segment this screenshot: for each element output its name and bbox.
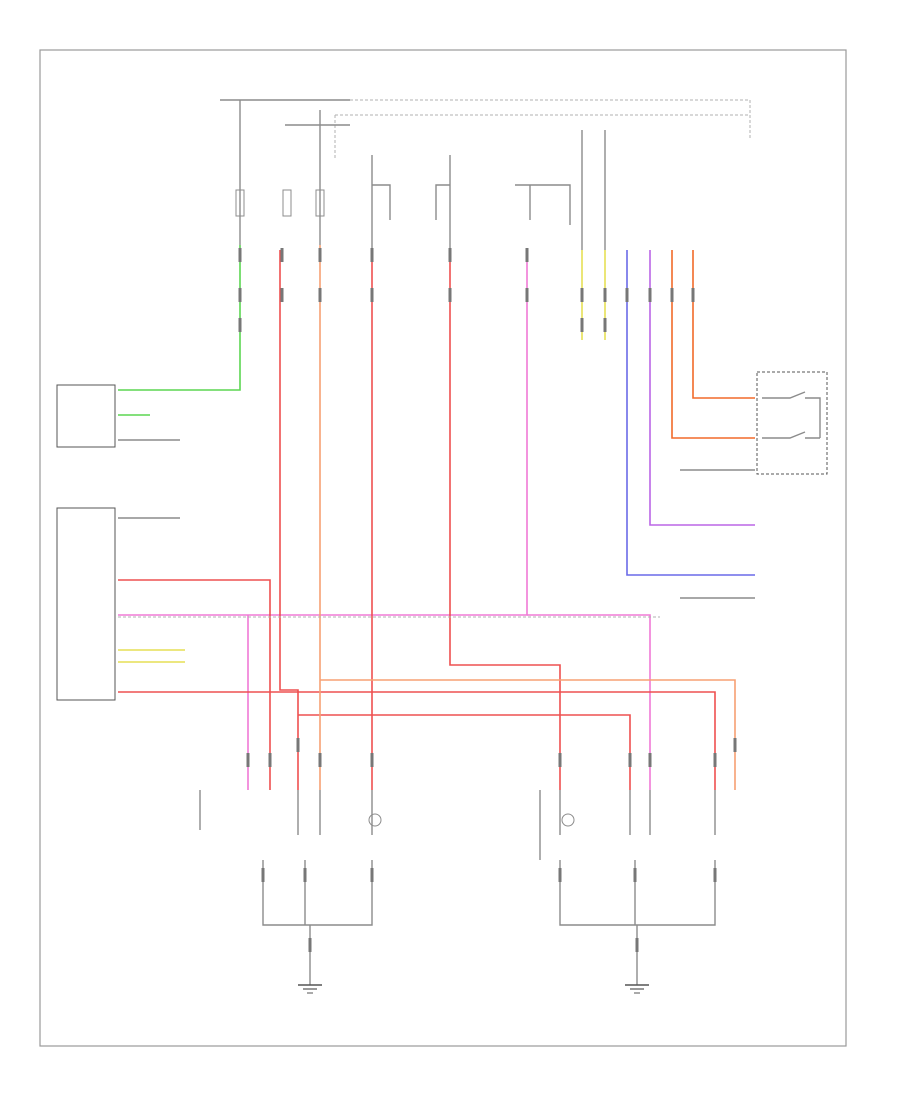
connector-mark [625, 288, 629, 302]
power-bus [220, 99, 751, 245]
connector-mark [308, 938, 312, 952]
left-ground-bus [262, 860, 373, 985]
wire-green-1 [118, 245, 241, 391]
wire-red-6 [298, 714, 631, 790]
connector-mark [558, 868, 562, 882]
switch-contact [762, 391, 821, 439]
right-lamp-leads [539, 790, 716, 860]
connector-mark [603, 288, 607, 302]
connector-mark [713, 868, 717, 882]
connector-mark [370, 248, 374, 262]
diagram-frame [39, 49, 847, 1047]
connector-mark [448, 288, 452, 302]
connector-mark [648, 288, 652, 302]
relay-main [515, 184, 571, 225]
connector-mark [280, 248, 284, 262]
connector-group [238, 248, 737, 952]
connector-mark [448, 248, 452, 262]
connector-mark [713, 753, 717, 767]
left-headlamp-assembly [199, 790, 382, 994]
connector-mark [733, 738, 737, 752]
wire-pink-3 [527, 614, 651, 790]
connector-mark [238, 318, 242, 332]
connector-mark [628, 753, 632, 767]
ignition-lock-module [56, 384, 116, 448]
connector-mark [525, 248, 529, 262]
connector-mark [261, 868, 265, 882]
connector-mark [670, 288, 674, 302]
connector-mark [633, 868, 637, 882]
connector-mark [318, 248, 322, 262]
wire-darkorange-2 [692, 250, 755, 399]
connector-mark [691, 288, 695, 302]
connector-mark [580, 288, 584, 302]
connector-mark [238, 248, 242, 262]
wire-red-1 [279, 250, 299, 790]
wire-red-5 [449, 250, 561, 790]
connector-mark [370, 868, 374, 882]
connector-mark [648, 753, 652, 767]
connector-mark [296, 738, 300, 752]
light-switch-module [756, 371, 828, 475]
fuse [315, 189, 325, 217]
light-switch-contacts [762, 391, 821, 439]
fuse [282, 189, 292, 217]
wire-red-2 [118, 579, 271, 790]
relay-right-dipped [435, 155, 451, 250]
relay-left-dipped [371, 155, 391, 250]
connector-mark [268, 753, 272, 767]
connector-mark [558, 753, 562, 767]
left-parking-bulb [368, 813, 382, 827]
connector-mark [280, 288, 284, 302]
central-electronic-module [56, 507, 116, 701]
connector-mark [318, 288, 322, 302]
connector-mark [318, 753, 322, 767]
wire-red-3 [118, 691, 716, 790]
connector-mark [238, 288, 242, 302]
left-lamp-leads [199, 790, 373, 835]
wire-blue [626, 250, 755, 576]
connector-mark [246, 753, 250, 767]
fuse-block [235, 130, 606, 250]
right-headlamp-assembly [539, 790, 716, 994]
connector-mark [370, 288, 374, 302]
fuse [235, 189, 245, 217]
wire-orange-2 [320, 679, 736, 790]
connector-mark [603, 318, 607, 332]
connector-mark [525, 288, 529, 302]
wire-violet [649, 250, 755, 526]
wire-pink-1 [118, 250, 528, 616]
connector-mark [635, 938, 639, 952]
wire-darkorange-1 [671, 250, 755, 439]
connector-mark [580, 318, 584, 332]
connector-mark [370, 753, 374, 767]
right-parking-bulb [561, 813, 575, 827]
connector-mark [303, 868, 307, 882]
right-ground-bus [559, 860, 716, 985]
